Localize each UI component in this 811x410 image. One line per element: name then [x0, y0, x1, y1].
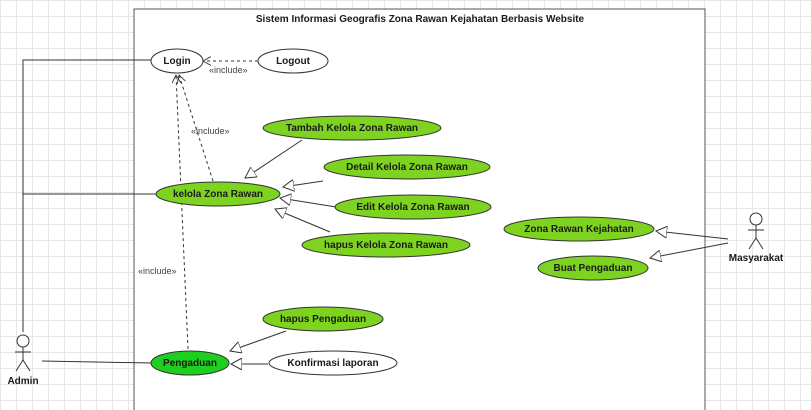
usecase-pengaduan[interactable]: Pengaduan: [150, 350, 230, 376]
include-label-pengaduan: «include»: [138, 266, 177, 276]
usecase-zona-rawan-kejahatan[interactable]: Zona Rawan Kejahatan: [503, 216, 655, 242]
admin-associations: [22, 59, 156, 364]
usecase-tambah-kelola-zona-rawan[interactable]: Tambah Kelola Zona Rawan: [262, 115, 442, 141]
usecase-konfirmasi-laporan[interactable]: Konfirmasi laporan: [268, 350, 398, 376]
usecase-kelola-zona-rawan[interactable]: kelola Zona Rawan: [155, 181, 281, 207]
usecase-detail-label: Detail Kelola Zona Rawan: [346, 162, 468, 173]
usecase-pengaduan-label: Pengaduan: [163, 358, 217, 369]
generalization-relations: [230, 139, 729, 364]
usecase-login[interactable]: Login: [150, 48, 204, 74]
include-label-kelola: «include»: [191, 126, 230, 136]
usecase-edit-kelola-zona-rawan[interactable]: Edit Kelola Zona Rawan: [334, 194, 492, 220]
usecase-detail-kelola-zona-rawan[interactable]: Detail Kelola Zona Rawan: [323, 154, 491, 180]
usecase-hapus-kelola-zona-rawan[interactable]: hapus Kelola Zona Rawan: [301, 232, 471, 258]
actor-masyarakat[interactable]: [748, 212, 764, 250]
usecase-logout-label: Logout: [276, 56, 311, 67]
include-relations: [176, 61, 258, 350]
usecase-login-label: Login: [163, 56, 190, 67]
usecase-logout[interactable]: Logout: [257, 48, 329, 74]
usecase-hapus-pengaduan-label: hapus Pengaduan: [280, 314, 366, 325]
usecase-hapus-zona-label: hapus Kelola Zona Rawan: [324, 240, 448, 251]
actor-masyarakat-label: Masyarakat: [729, 253, 784, 264]
usecase-edit-label: Edit Kelola Zona Rawan: [356, 202, 469, 213]
usecase-buat-pengaduan[interactable]: Buat Pengaduan: [537, 255, 649, 281]
system-title: Sistem Informasi Geografis Zona Rawan Ke…: [256, 14, 585, 25]
usecase-tambah-label: Tambah Kelola Zona Rawan: [286, 123, 418, 134]
include-label-logout: «include»: [209, 65, 248, 75]
usecase-konfirmasi-label: Konfirmasi laporan: [287, 358, 378, 369]
usecase-hapus-pengaduan[interactable]: hapus Pengaduan: [262, 306, 384, 332]
usecase-zona-rawan-label: Zona Rawan Kejahatan: [524, 224, 633, 235]
usecase-kelola-label: kelola Zona Rawan: [173, 189, 263, 200]
actor-admin-label: Admin: [7, 376, 38, 387]
actor-admin[interactable]: [15, 334, 31, 372]
usecase-buat-pengaduan-label: Buat Pengaduan: [554, 263, 633, 274]
